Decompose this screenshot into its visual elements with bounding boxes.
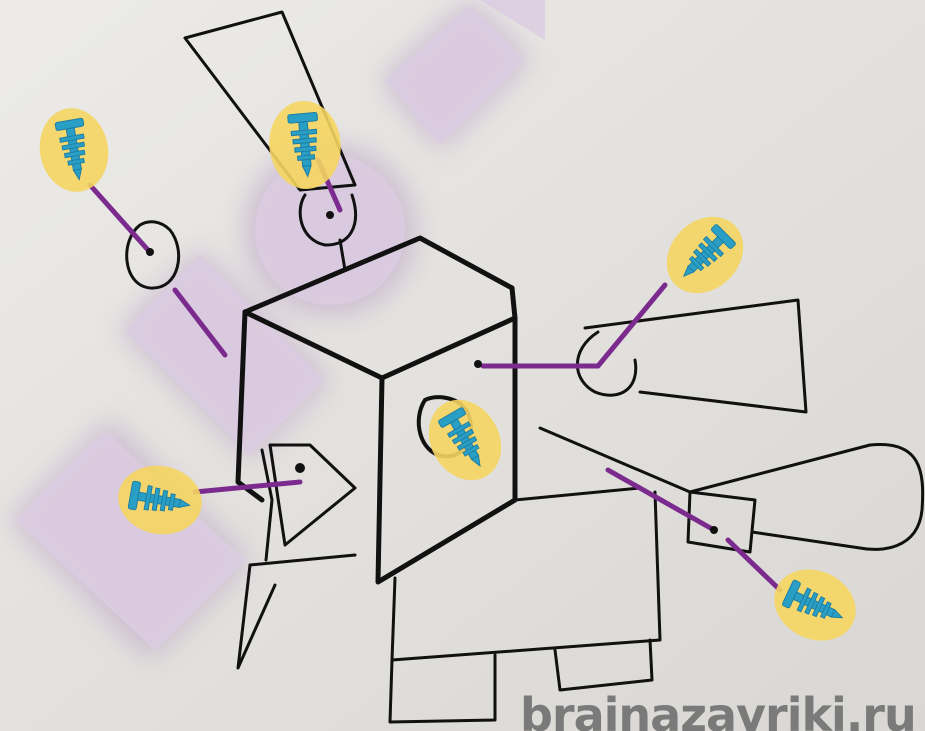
site-watermark: brainazavriki.ru xyxy=(520,688,920,731)
